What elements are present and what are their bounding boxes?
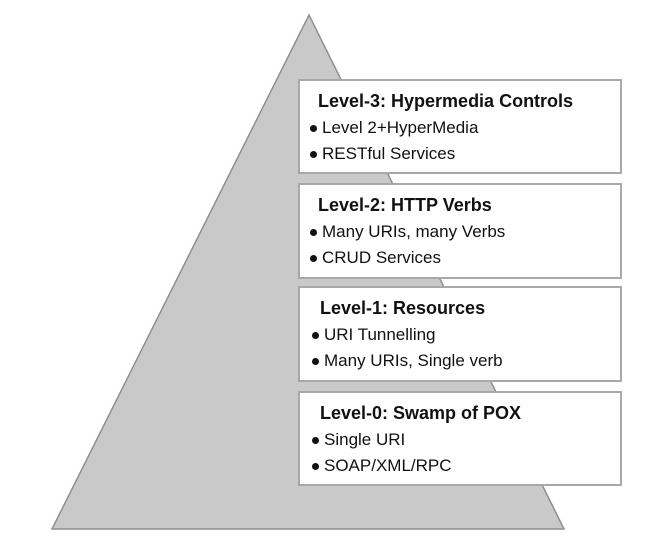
level-1-item: Many URIs, Single verb [312, 351, 620, 371]
level-0-item: SOAP/XML/RPC [312, 456, 620, 476]
level-2-item: Many URIs, many Verbs [310, 222, 620, 242]
level-2-title: Level-2: HTTP Verbs [318, 195, 492, 215]
level-0-item: Single URI [312, 430, 620, 450]
level-3-item-text: RESTful Services [322, 144, 456, 163]
level-1-item-text: Many URIs, Single verb [324, 351, 503, 370]
level-1-item: URI Tunnelling [312, 325, 620, 345]
level-0-item-text: SOAP/XML/RPC [324, 456, 452, 475]
level-1-item-text: URI Tunnelling [324, 325, 436, 344]
level-1-items: URI Tunnelling Many URIs, Single verb [310, 325, 620, 371]
bullet-icon [310, 254, 317, 262]
level-3-item: RESTful Services [310, 144, 620, 164]
bullet-icon [310, 124, 317, 132]
bullet-icon [310, 150, 317, 158]
bullet-icon [312, 462, 319, 470]
level-3-title: Level-3: Hypermedia Controls [318, 91, 574, 111]
level-0-title: Level-0: Swamp of POX [320, 403, 522, 423]
bullet-icon [312, 357, 319, 365]
level-3-item-text: Level 2+HyperMedia [322, 118, 479, 137]
level-2-item: CRUD Services [310, 248, 620, 268]
bullet-icon [312, 331, 319, 339]
level-0-box: Level-0: Swamp of POX Single URI SOAP/XM… [298, 391, 622, 486]
level-3-items: Level 2+HyperMedia RESTful Services [310, 118, 620, 164]
level-2-item-text: Many URIs, many Verbs [322, 222, 506, 241]
level-3-item: Level 2+HyperMedia [310, 118, 620, 138]
level-0-item-text: Single URI [324, 430, 406, 449]
level-2-items: Many URIs, many Verbs CRUD Services [310, 222, 620, 268]
level-0-items: Single URI SOAP/XML/RPC [310, 430, 620, 476]
level-2-box: Level-2: HTTP Verbs Many URIs, many Verb… [298, 183, 622, 279]
level-3-box: Level-3: Hypermedia Controls Level 2+Hyp… [298, 79, 622, 174]
bullet-icon [312, 436, 319, 444]
level-2-item-text: CRUD Services [322, 248, 442, 267]
level-1-title: Level-1: Resources [320, 298, 486, 318]
bullet-icon [310, 228, 317, 236]
level-1-box: Level-1: Resources URI Tunnelling Many U… [298, 286, 622, 382]
